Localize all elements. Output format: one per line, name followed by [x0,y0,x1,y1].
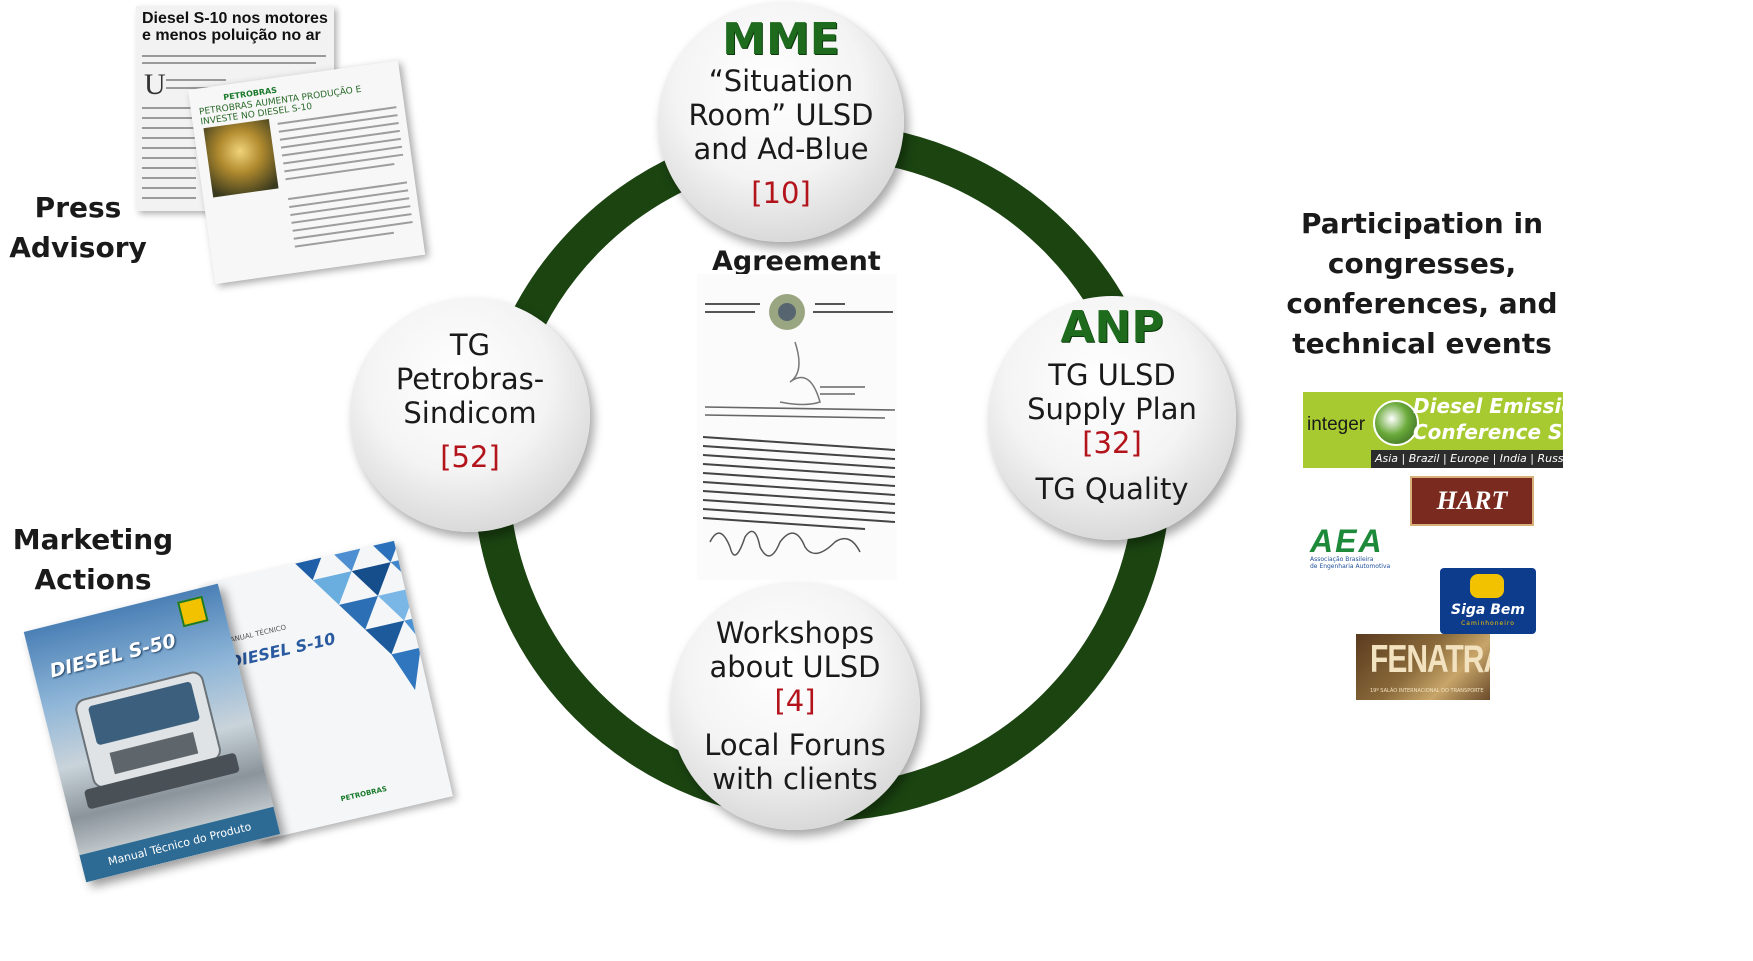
siga-bem-name: Siga Bem [1451,602,1525,618]
node-mme-count: [10] [751,176,811,210]
node-bottom-extra-2: with clients [712,762,878,796]
fenatran-sub: 19º SALÃO INTERNACIONAL DO TRANSPORTE [1370,688,1484,694]
node-left-line-1: TG [449,328,491,362]
hart-logo: HART [1410,476,1534,526]
aea-mark: AEA [1310,523,1384,559]
participation-line-4: technical events [1292,327,1552,360]
truck-icon [1470,574,1504,598]
press-second-body [276,106,413,259]
manual-s10-brand: PETROBRAS [339,784,388,804]
manual-s50-footer: Manual Técnico do Produto [79,806,281,883]
fenatran-name: FENATRAN [1370,638,1490,681]
aea-caption-1: Associação Brasileira [1310,556,1374,563]
node-right-line-1: TG ULSD [1048,358,1176,392]
node-workshops: Workshops about ULSD [4] Local Foruns wi… [670,582,920,830]
agreement-document [697,274,897,580]
node-bottom-extra-1: Local Foruns [704,728,886,762]
fenatran-logo: FENATRAN 19º SALÃO INTERNACIONAL DO TRAN… [1356,634,1490,700]
node-left-count: [52] [440,440,500,474]
integer-diesel-emissions-logo: integer Diesel Emissions Conference Seri… [1303,392,1563,468]
agreement-label: Agreement [712,246,881,277]
blue-mosaic-graphic [286,540,433,690]
press-advisory-label: Press Advisory [8,188,148,268]
node-mme: MME “Situation Room” ULSD and Ad-Blue [1… [658,2,904,242]
marketing-label-line-2: Actions [34,563,152,596]
participation-line-2: congresses, [1327,247,1517,280]
node-right-line-2: Supply Plan [1027,392,1197,426]
node-mme-header: MME [722,14,840,65]
node-mme-line-2: Room” ULSD [688,98,874,132]
node-bottom-count: [4] [774,684,816,718]
node-bottom-line-1: Workshops [715,616,875,650]
node-mme-line-3: and Ad-Blue [693,132,869,166]
manual-diesel-s50: DIESEL S-50 Manual Técnico do Produto [23,583,281,883]
press-label-line-1: Press [34,191,122,224]
integer-name: integer [1307,414,1366,435]
aea-caption-2: de Engenharia Automotiva [1310,563,1391,570]
aea-logo: AEA Associação Brasileira de Engenharia … [1310,523,1446,574]
node-mme-line-1: “Situation [708,64,854,98]
integer-title-2: Conference Series [1413,420,1563,444]
svg-text:U: U [144,68,166,101]
participation-label: Participation in congresses, conferences… [1276,204,1568,364]
truck-illustration [75,671,240,809]
node-anp: ANP TG ULSD Supply Plan [32] TG Quality [988,296,1236,540]
siga-bem-logo: Siga Bem Caminhoneiro [1440,568,1536,634]
press-clipping-second: PETROBRAS PETROBRAS AUMENTA PRODUÇÃO E I… [188,60,426,285]
participation-line-1: Participation in [1300,207,1544,240]
node-anp-header: ANP [1060,302,1164,353]
integer-title-1: Diesel Emissions [1413,394,1563,418]
integer-regions: Asia | Brazil | Europe | India | Russia … [1371,450,1563,468]
participation-line-3: conferences, and [1286,287,1558,320]
siga-bem-sub: Caminhoneiro [1461,620,1515,627]
node-right-extra: TG Quality [1035,472,1189,506]
node-bottom-line-2: about ULSD [709,650,881,684]
press-headline: Diesel S-10 nos motores e menos poluição… [142,10,328,44]
press-body-text: U [142,55,326,199]
press-label-line-2: Advisory [9,231,147,264]
node-right-count: [32] [1082,426,1142,460]
petrobras-logo-icon [177,595,209,628]
node-tg-petrobras: TG Petrobras- Sindicom [52] [350,298,590,532]
marketing-actions-label: Marketing Actions [12,520,174,600]
press-photo [203,119,279,198]
globe-icon [1373,400,1419,446]
marketing-label-line-1: Marketing [12,523,174,556]
node-left-line-2: Petrobras- [395,362,545,396]
node-left-line-3: Sindicom [403,396,537,430]
